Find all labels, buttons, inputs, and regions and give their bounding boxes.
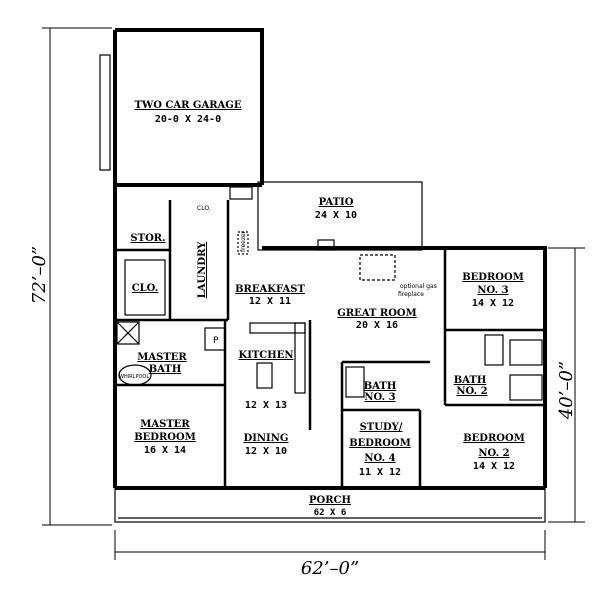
patio-outline: [257, 181, 423, 251]
study-number: NO. 4: [364, 453, 395, 464]
main-depth-dimension: 40’–0”: [556, 361, 577, 420]
bedroom2-number: NO. 2: [478, 448, 509, 459]
bedroom3-size: 14 X 12: [472, 298, 514, 309]
shower-bath3: [345, 366, 365, 398]
porch-size: 62 X 6: [314, 508, 347, 518]
bath2-number: NO. 2: [456, 386, 487, 397]
interior-walls: [115, 200, 545, 488]
dining-label: DINING: [244, 433, 289, 444]
master-bath-label-1: MASTER: [137, 352, 187, 363]
freezer-label: freezer: [240, 230, 247, 252]
kitchen-label: KITCHEN: [239, 350, 294, 361]
garage-door: [99, 54, 111, 171]
bedroom2-label: BEDROOM: [463, 433, 525, 444]
fixtures: [116, 186, 543, 401]
kitchen-size: 12 X 13: [245, 400, 287, 411]
great-room-label: GREAT ROOM: [337, 308, 416, 319]
patio-label: PATIO: [319, 197, 354, 208]
closet-bed2: [509, 374, 543, 401]
overall-depth-dimension: 72’–0”: [29, 246, 50, 304]
fireplace-note-1: optional gas: [400, 283, 437, 290]
garage-label: TWO CAR GARAGE: [135, 100, 242, 111]
bedroom3-number: NO. 3: [477, 285, 508, 296]
kitchen-counter: [249, 322, 306, 334]
bath3-label: BATH: [364, 381, 397, 392]
breakfast-label: BREAKFAST: [235, 284, 305, 295]
shower-master: [116, 321, 140, 345]
study-label-2: BEDROOM: [349, 438, 411, 449]
bath2-label: BATH: [454, 375, 487, 386]
garage-step: [229, 186, 253, 200]
master-bedroom-size: 16 X 14: [144, 445, 186, 456]
whirlpool-tub: [118, 364, 152, 386]
master-bedroom-label-2: BEDROOM: [134, 432, 196, 443]
patio-step: [317, 239, 335, 251]
master-bath-label-2: BATH: [149, 364, 182, 375]
cooktop-island: [256, 362, 273, 389]
storage-label: STOR.: [130, 233, 165, 244]
closet-box: [124, 259, 166, 316]
master-bedroom-label-1: MASTER: [140, 419, 190, 430]
patio-size: 24 X 10: [315, 210, 357, 221]
freezer-box: [237, 231, 249, 255]
kitchen-counter-side: [294, 322, 306, 394]
bedroom3-label: BEDROOM: [462, 272, 524, 283]
fireplace-outline: [359, 254, 396, 281]
bath3-number: NO. 3: [364, 392, 395, 403]
garage-size: 20-0 X 24-0: [155, 114, 221, 125]
study-label: STUDY/: [360, 422, 403, 433]
overall-width-dimension: 62’–0”: [301, 558, 359, 579]
porch-outline: [114, 487, 546, 523]
laundry-closet-label: CLO.: [197, 205, 211, 212]
pantry-label: P: [213, 336, 219, 346]
shower-bath2: [484, 334, 504, 366]
porch-label: PORCH: [309, 495, 351, 506]
whirlpool-label: WHIRLPOOL: [119, 374, 149, 380]
dining-size: 12 X 10: [245, 446, 287, 457]
closet-bed3: [509, 339, 543, 366]
fireplace-note-2: fireplace: [398, 291, 424, 298]
breakfast-size: 12 X 11: [249, 296, 291, 307]
bedroom2-size: 14 X 12: [473, 461, 515, 472]
study-size: 11 X 12: [359, 467, 401, 478]
dimension-lines: [42, 27, 585, 560]
closet-label: CLO.: [132, 283, 159, 294]
pantry-box: [204, 327, 226, 351]
laundry-label: LAUNDRY: [197, 241, 208, 298]
great-room-size: 20 X 16: [356, 320, 398, 331]
